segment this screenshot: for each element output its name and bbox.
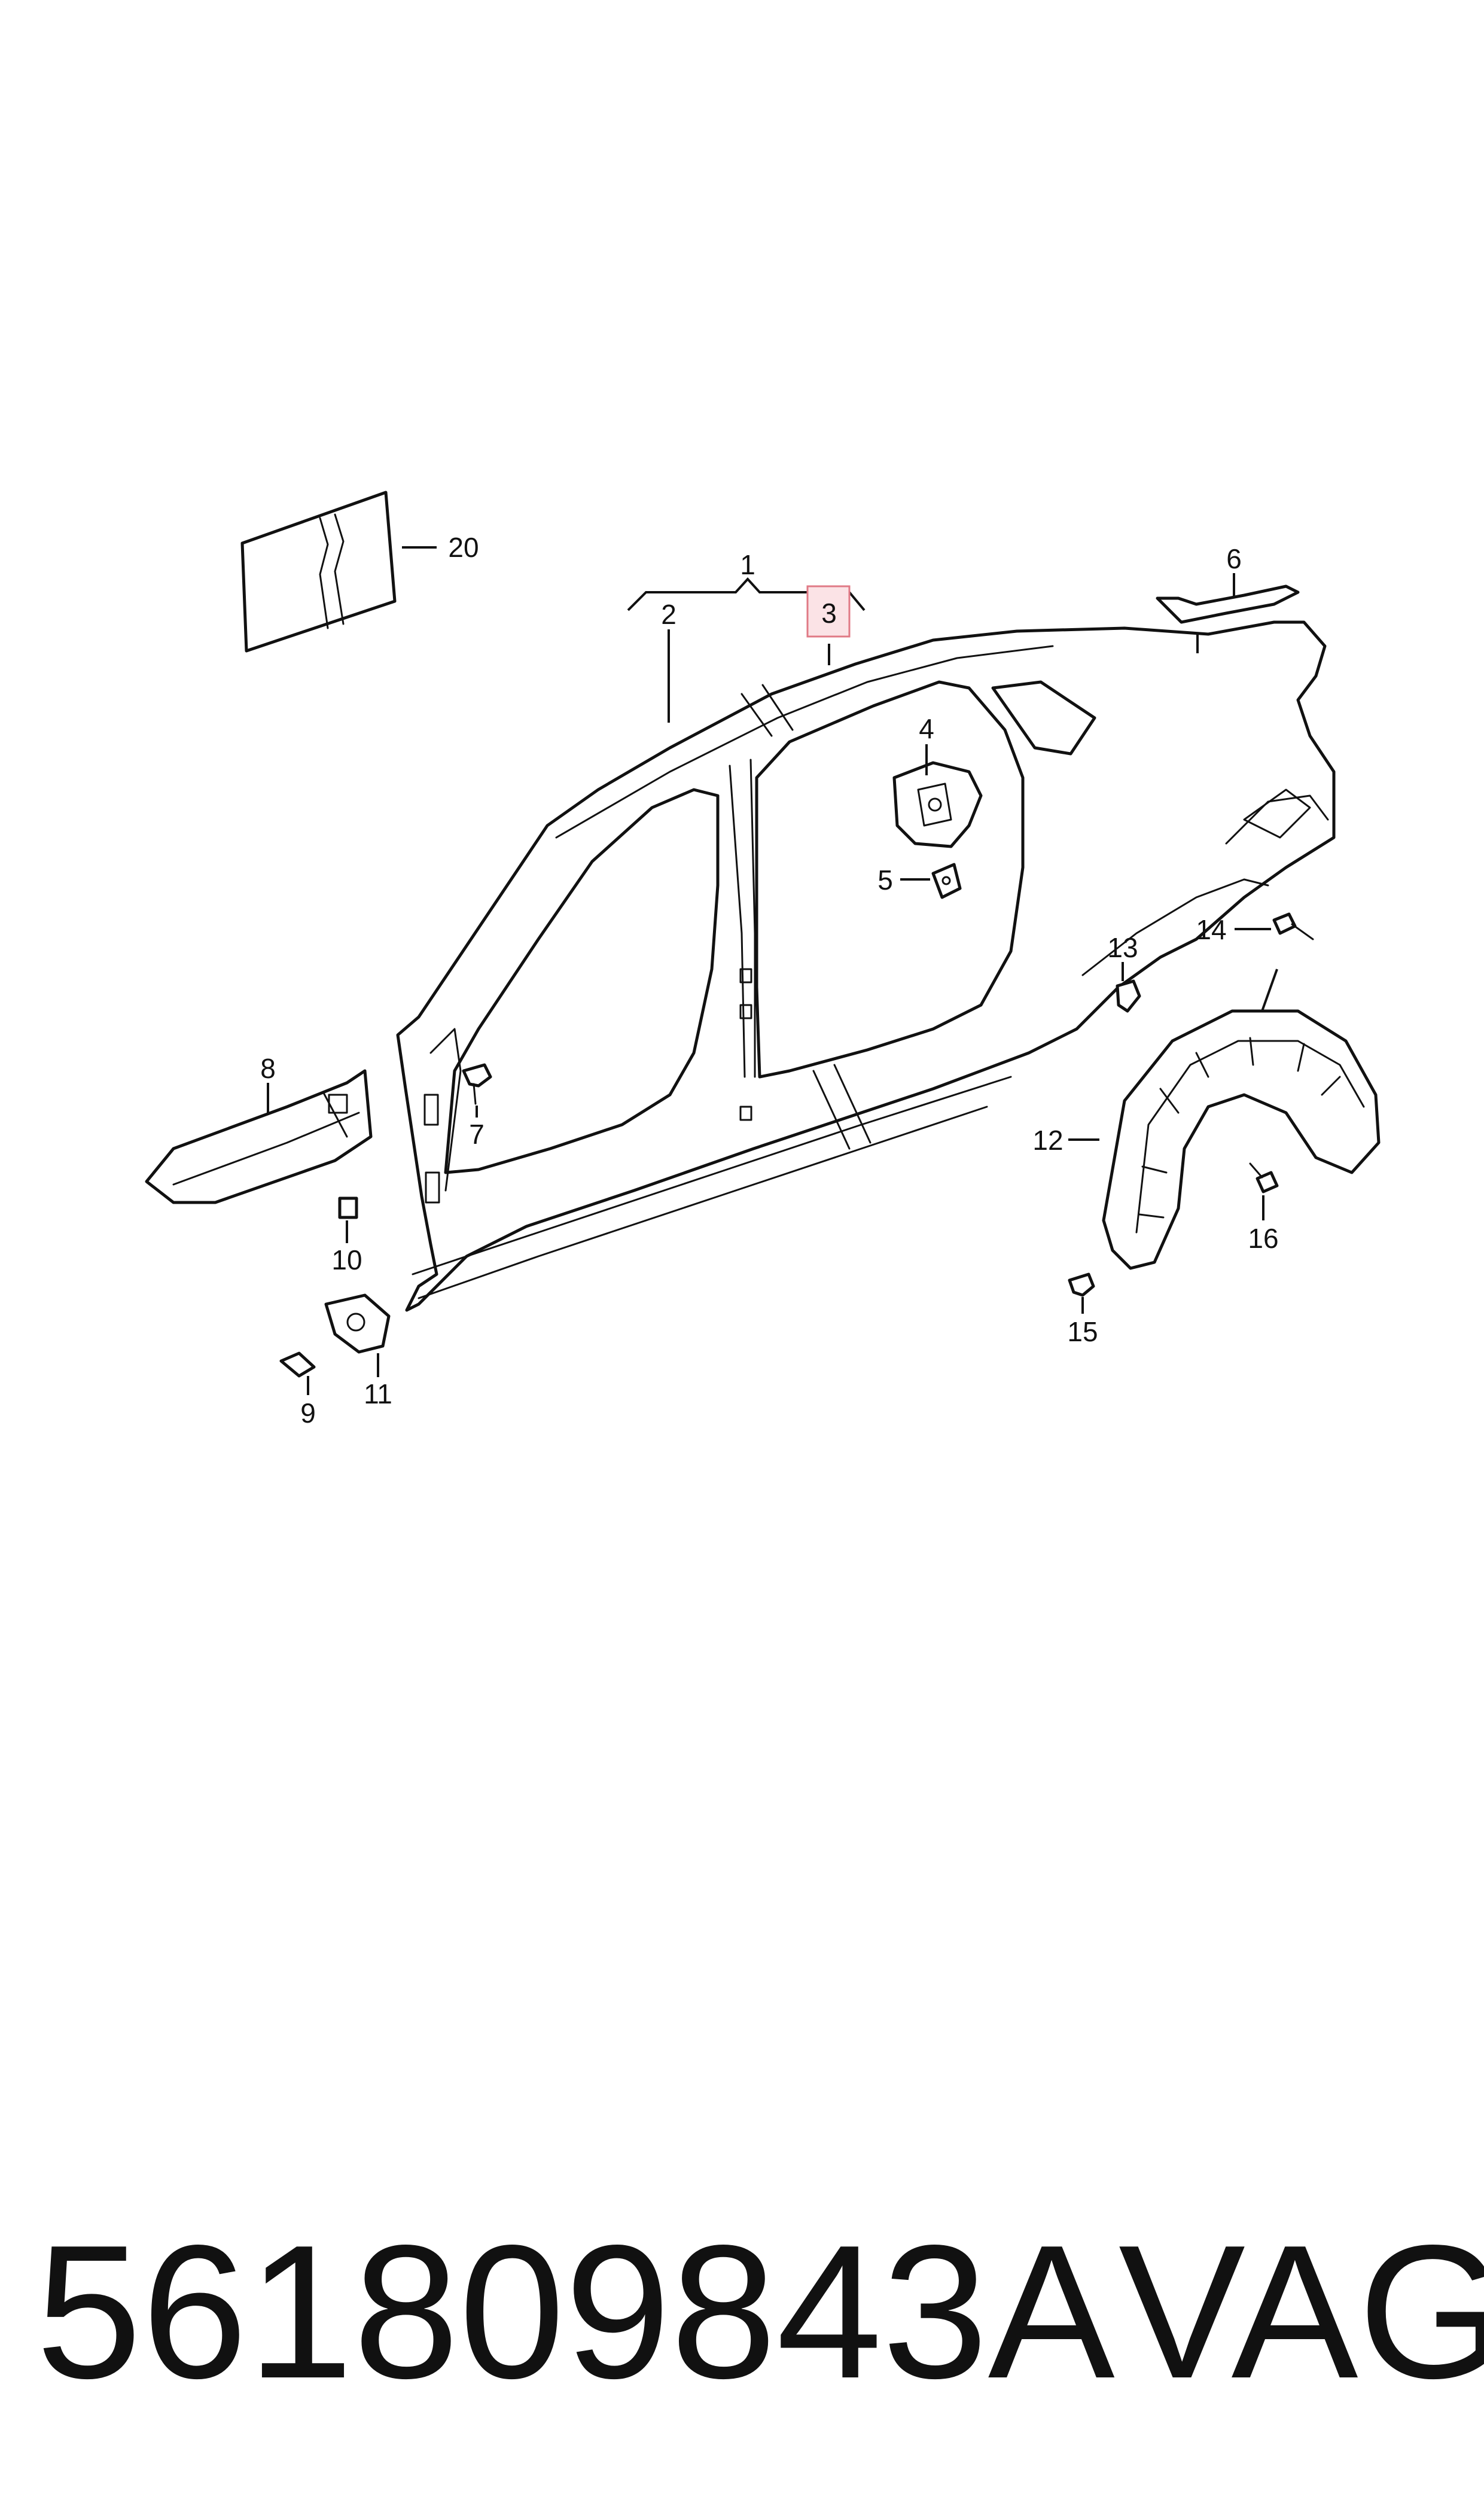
part-11-mount bbox=[324, 1293, 391, 1354]
part-10-clip bbox=[338, 1196, 358, 1219]
callout-16: 16 bbox=[1248, 1223, 1278, 1254]
callout-5: 5 bbox=[877, 864, 893, 896]
callout-4: 4 bbox=[919, 713, 934, 744]
part-9-bracket bbox=[279, 1351, 316, 1378]
callout-6: 6 bbox=[1226, 543, 1242, 574]
part-6-reinforcement bbox=[1156, 584, 1300, 624]
part-12-wheelhouse-liner bbox=[1102, 1009, 1381, 1270]
callout-1: 1 bbox=[740, 549, 755, 580]
part-8-front-member bbox=[145, 1069, 373, 1204]
part-20-sealing-pads bbox=[240, 491, 397, 653]
parts-diagram: 1 2 3 4 5 6 7 8 9 10 11 12 13 14 15 16 2… bbox=[145, 491, 1381, 1429]
callout-2: 2 bbox=[661, 599, 677, 630]
callout-10: 10 bbox=[331, 1244, 362, 1275]
highlight-box-3 bbox=[806, 585, 851, 638]
part-4-bracket bbox=[892, 761, 983, 848]
callout-8: 8 bbox=[260, 1053, 276, 1084]
callout-7: 7 bbox=[469, 1119, 484, 1150]
callout-11: 11 bbox=[364, 1378, 392, 1409]
side-panel-assembly bbox=[396, 620, 1336, 1312]
part-7-clip bbox=[462, 1063, 492, 1105]
part-13-clip bbox=[1116, 979, 1141, 1013]
callout-labels: 1 2 3 4 5 6 7 8 9 10 11 12 13 14 15 16 2… bbox=[260, 532, 1278, 1429]
part-number-label: 561809843A bbox=[36, 2206, 1115, 2418]
callout-13: 13 bbox=[1107, 932, 1138, 963]
callout-9: 9 bbox=[300, 1397, 316, 1429]
callout-20: 20 bbox=[448, 532, 479, 563]
callout-15: 15 bbox=[1067, 1316, 1098, 1347]
part-14-screw bbox=[1272, 912, 1314, 940]
brand-label: VAG bbox=[1119, 2206, 1484, 2418]
part-5-plate bbox=[931, 863, 962, 899]
callout-14: 14 bbox=[1196, 914, 1226, 945]
part-15-clip bbox=[1068, 1272, 1095, 1297]
callout-3: 3 bbox=[821, 598, 837, 629]
callout-12: 12 bbox=[1032, 1125, 1063, 1156]
part-16-screw bbox=[1249, 1162, 1279, 1193]
